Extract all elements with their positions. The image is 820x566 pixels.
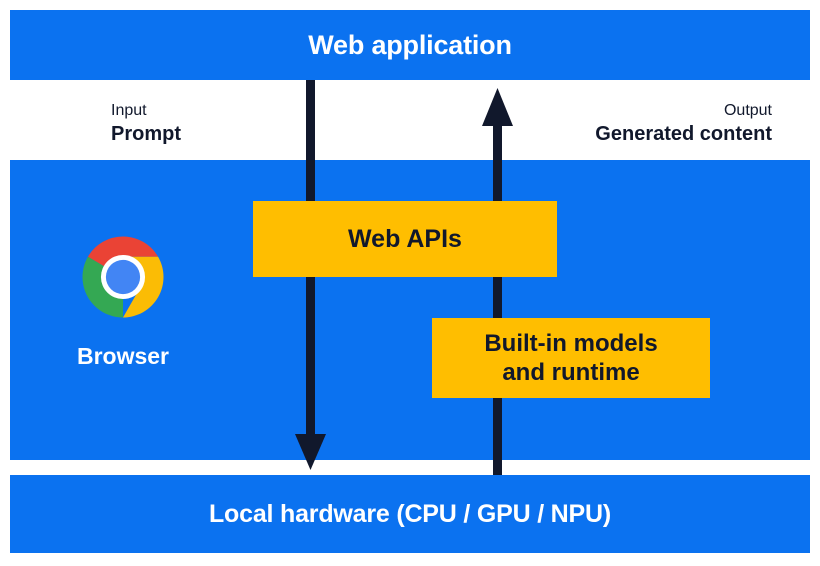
output-kicker: Output [723, 102, 772, 119]
local-hardware-label: Local hardware (CPU / GPU / NPU) [208, 500, 611, 528]
input-kicker: Input [111, 102, 147, 119]
band-local-hardware [10, 475, 810, 553]
builtin-models-label: Built-in models and runtime [484, 329, 657, 388]
band-web-application [10, 10, 810, 80]
chrome-logo-icon [82, 236, 164, 318]
web-apis-label: Web APIs [348, 224, 462, 253]
input-annotation: Input Prompt [111, 101, 181, 147]
browser-label: Browser [76, 343, 170, 369]
builtin-models-line1: Built-in models [484, 329, 658, 357]
builtin-models-line2: and runtime [502, 359, 640, 386]
web-apis-box[interactable]: Web APIs [253, 201, 557, 277]
output-label: Generated content [595, 123, 772, 145]
input-label: Prompt [111, 123, 181, 145]
builtin-models-box[interactable]: Built-in models and runtime [432, 318, 710, 398]
output-annotation: Output Generated content [595, 101, 772, 147]
web-application-label: Web application [308, 30, 512, 60]
